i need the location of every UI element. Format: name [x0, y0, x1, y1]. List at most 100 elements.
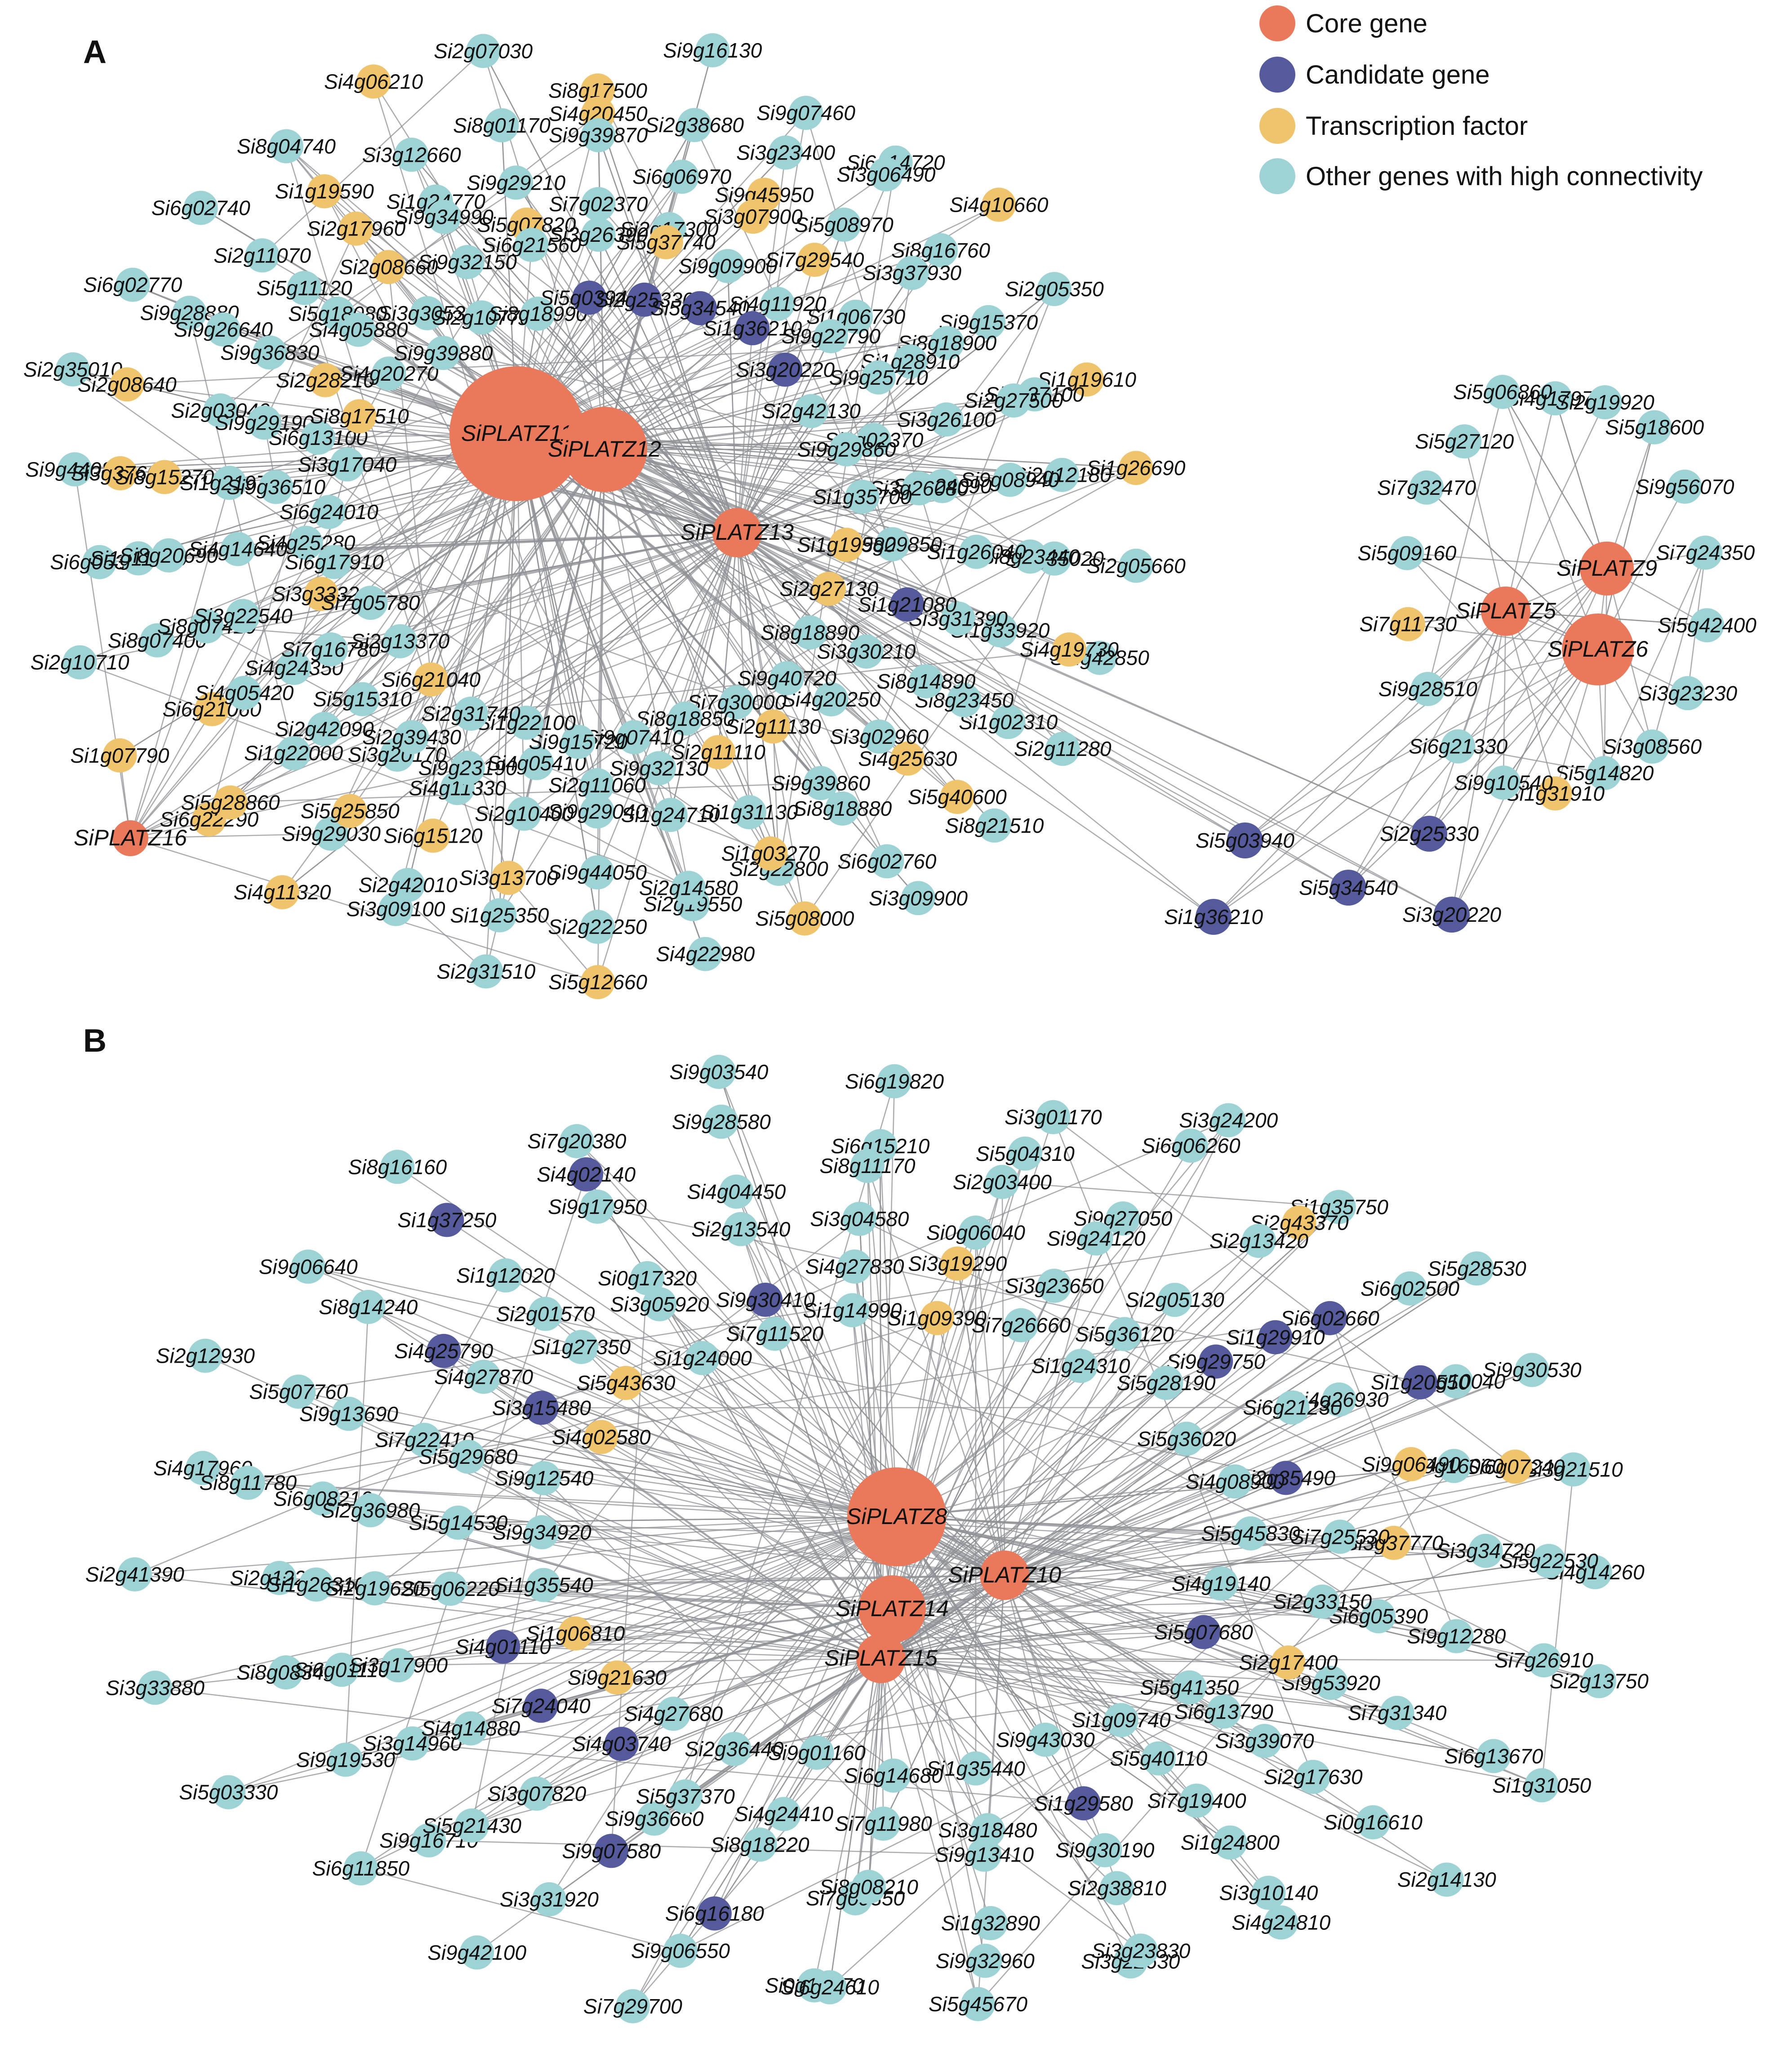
gene-node-si9g16130: Si9g16130 [663, 33, 762, 67]
gene-node-si7g24350-circle [1688, 535, 1723, 570]
gene-node-si2g22250-label: Si2g22250 [548, 915, 647, 938]
gene-node-si9g30530: Si9g30530 [1483, 1353, 1582, 1387]
legend-other-swatch [1259, 158, 1295, 194]
network-edge [516, 112, 806, 434]
gene-node-si3g24200-circle [1211, 1103, 1246, 1138]
gene-node-si9g07580-label: Si9g07580 [562, 1839, 661, 1862]
gene-node-si8g11170-label: Si8g11170 [819, 1154, 916, 1178]
gene-node-si5g36120-circle [1107, 1317, 1142, 1351]
gene-node-si8g23440-circle [1013, 539, 1048, 574]
gene-node-si4g01110: Si4g01110 [455, 1629, 551, 1664]
gene-node-si5g14530: Si5g14530 [409, 1505, 508, 1540]
network-edge [880, 1658, 979, 2004]
network-edge [601, 1436, 897, 1518]
gene-node-si2g12930: Si2g12930 [156, 1338, 255, 1373]
gene-node-si4g20250-circle [814, 682, 849, 716]
gene-node-si7g29540: Si7g29540 [765, 243, 864, 277]
gene-node-si1g19610-circle [1070, 362, 1104, 397]
network-edge [1407, 552, 1607, 569]
gene-node-si7g30000: Si7g30000 [687, 685, 787, 720]
gene-node-si7g32470-circle [1410, 470, 1444, 505]
network-edge [892, 1382, 1167, 1610]
gene-node-si9g29210-label: Si9g29210 [467, 171, 565, 194]
hub-siplatz10: SiPLATZ10 [948, 1551, 1061, 1600]
gene-node-si8g16160-circle [380, 1150, 415, 1184]
gene-node-si6g15120-circle [416, 818, 450, 853]
gene-node-si4g10660-label: Si4g10660 [949, 193, 1048, 217]
gene-node-si5g18600-label: Si5g18600 [1605, 416, 1704, 439]
gene-node-si5g28860-circle [213, 785, 248, 820]
network-edge [398, 1658, 881, 1666]
gene-node-si2g31740-label: Si2g31740 [422, 702, 520, 725]
gene-node-si8g08340-label: Si8g08340 [236, 1661, 335, 1684]
network-edge [370, 1275, 507, 1511]
network-edge [892, 1533, 1251, 1610]
gene-node-si0g17320-label: Si0g17320 [598, 1267, 697, 1290]
gene-node-si1g02310: Si1g02310 [959, 705, 1058, 739]
legend-candidate-swatch [1259, 57, 1295, 93]
gene-node-si5g42400: Si5g42400 [1658, 608, 1756, 643]
gene-node-si1g37250-circle [430, 1203, 464, 1237]
gene-node-si9g40720-label: Si9g40720 [738, 667, 836, 690]
network-edge [543, 1299, 766, 1586]
gene-node-si5g11120: Si5g11120 [257, 271, 352, 305]
network-edge [604, 449, 832, 700]
gene-node-si6g17910-circle [317, 545, 351, 579]
gene-node-si2g13370-circle [383, 624, 418, 658]
gene-node-si2g12180: Si2g12180 [1013, 458, 1112, 492]
gene-node-si1g19610-label: Si1g19610 [1037, 368, 1136, 391]
network-edge [1004, 1238, 1097, 1576]
gene-node-si9g12280-circle [1439, 1619, 1474, 1653]
gene-node-si2g11110-circle [701, 735, 735, 769]
network-edge [130, 228, 670, 839]
network-edge [72, 369, 779, 870]
gene-node-si4g05420-label: Si4g05420 [195, 681, 293, 705]
network-edge [1053, 1116, 1516, 1467]
gene-node-si2g10400-circle [507, 796, 542, 831]
gene-node-si5g34540: Si5g34540 [650, 291, 750, 325]
hub-siplatz13-label: SiPLATZ13 [680, 520, 794, 545]
gene-node-si8g23440: Si8g23440 [981, 539, 1080, 574]
gene-node-si3g06490-label: Si3g06490 [836, 163, 935, 186]
gene-node-si5g28190-circle [1149, 1365, 1183, 1400]
gene-node-si9g21630-label: Si9g21630 [568, 1666, 667, 1689]
gene-node-si9g32960-label: Si9g32960 [936, 1949, 1035, 1973]
gene-node-si3g14960: Si3g14960 [363, 1726, 462, 1761]
network-edge [1002, 1181, 1339, 1208]
gene-node-si2g41390-label: Si2g41390 [85, 1563, 184, 1586]
network-edge [880, 1407, 1293, 1659]
gene-node-si9g29040-label: Si9g29040 [548, 800, 647, 823]
gene-node-si7g11730-label: Si7g11730 [1360, 613, 1457, 636]
gene-node-si6g06970: Si6g06970 [632, 160, 732, 194]
gene-node-si2g17630-label: Si2g17630 [1264, 1765, 1363, 1789]
gene-node-si2g11130: Si2g11130 [725, 709, 822, 744]
gene-node-si7g20380: Si7g20380 [527, 1124, 627, 1159]
gene-node-si6g15210-label: Si6g15210 [831, 1134, 929, 1158]
network-edge [1463, 441, 1507, 612]
gene-node-si9g36830-circle [253, 335, 287, 370]
gene-node-si3g01170: Si3g01170 [1005, 1100, 1102, 1134]
gene-node-si9g26640-label: Si9g26640 [174, 318, 273, 341]
gene-node-si3g30530-circle [410, 296, 445, 330]
gene-node-si6g08210-circle [306, 1481, 340, 1516]
gene-node-si6g16180: Si6g16180 [665, 1896, 764, 1931]
gene-node-si6g13670-label: Si6g13670 [1444, 1744, 1543, 1768]
network-edge [1004, 1268, 1477, 1576]
gene-node-si2g11130-label: Si2g11130 [725, 715, 822, 738]
network-edge [516, 433, 1452, 916]
network-edge [830, 336, 927, 682]
gene-node-si2g10770-circle [464, 300, 499, 335]
network-edge [298, 1240, 1259, 1392]
gene-node-si6g21040-circle [414, 662, 449, 697]
network-edge [1651, 552, 1706, 747]
gene-node-si2g42130-label: Si2g42130 [762, 400, 861, 423]
gene-node-si5g28530: Si5g28530 [1427, 1251, 1526, 1286]
gene-node-si9g36510-label: Si9g36510 [227, 476, 325, 499]
gene-node-si9g44080-circle [58, 452, 92, 487]
gene-node-si7g26910: Si7g26910 [1494, 1643, 1593, 1678]
gene-node-si9g34920-label: Si9g34920 [493, 1520, 591, 1544]
gene-node-si7g20380-circle [560, 1124, 594, 1159]
gene-node-si6g15120: Si6g15120 [384, 818, 483, 853]
gene-node-si2g13750: Si2g13750 [1550, 1664, 1649, 1698]
